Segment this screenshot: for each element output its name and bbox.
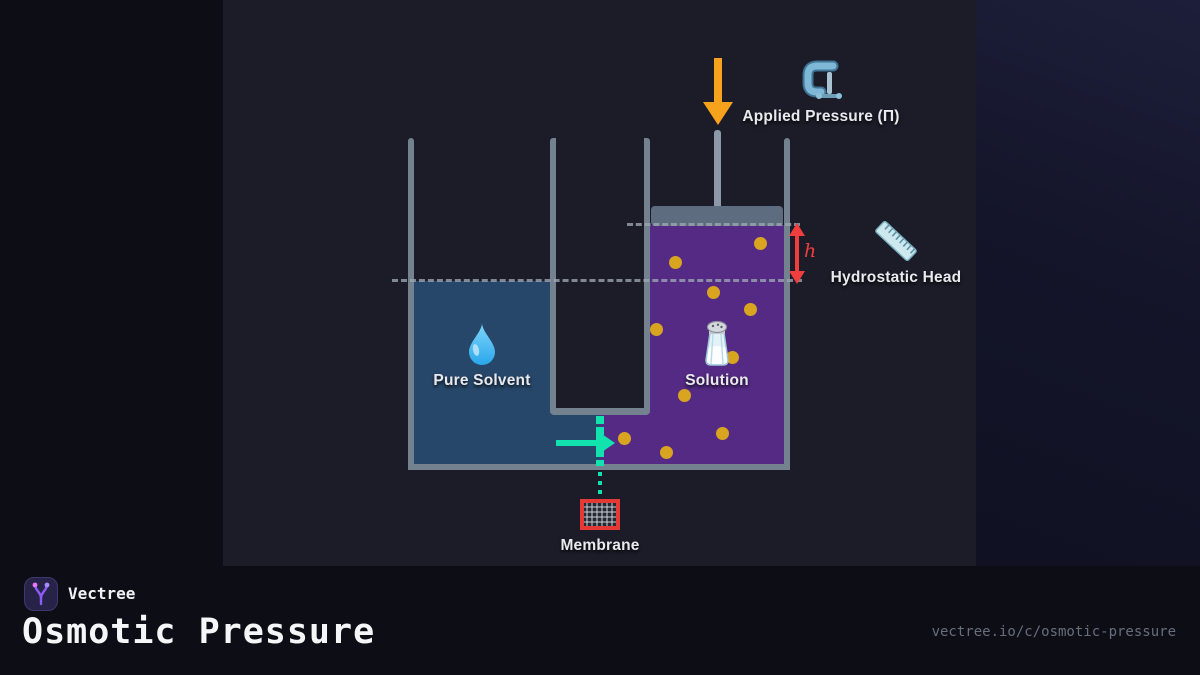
pure-solvent-label: Pure Solvent [433, 372, 531, 389]
membrane-pointer-dots [598, 472, 602, 498]
page-url: vectree.io/c/osmotic-pressure [931, 624, 1176, 640]
membrane-label: Membrane [560, 537, 640, 554]
salt-shaker-icon [705, 320, 729, 366]
utube-center-divider [550, 138, 650, 415]
osmosis-flow-arrow-icon [556, 430, 615, 456]
ruler-icon [875, 220, 917, 262]
hydrostatic-head-arrow-icon [789, 223, 805, 284]
utube-bottom-wall [408, 464, 790, 470]
background-right-gradient [976, 0, 1200, 566]
height-symbol: h [804, 240, 817, 262]
piston-rod [714, 130, 721, 208]
vectree-logo [24, 577, 58, 611]
page-title: Osmotic Pressure [22, 612, 376, 652]
brand-name: Vectree [68, 584, 136, 603]
solution-label: Solution [685, 372, 749, 389]
clamp-icon [802, 60, 842, 99]
applied-pressure-arrow-icon [703, 58, 733, 125]
solvent-level-dashed-line [392, 279, 802, 282]
vectree-logo-icon [32, 582, 50, 606]
solution-level-dashed-line [627, 223, 800, 226]
water-droplet-icon [469, 323, 495, 365]
utube-left-wall [408, 138, 414, 470]
piston-plate [651, 206, 783, 226]
goal-net-icon [580, 499, 620, 530]
hydrostatic-head-label: Hydrostatic Head [830, 269, 962, 286]
applied-pressure-label: Applied Pressure (Π) [742, 108, 900, 125]
utube-right-wall [784, 138, 790, 470]
